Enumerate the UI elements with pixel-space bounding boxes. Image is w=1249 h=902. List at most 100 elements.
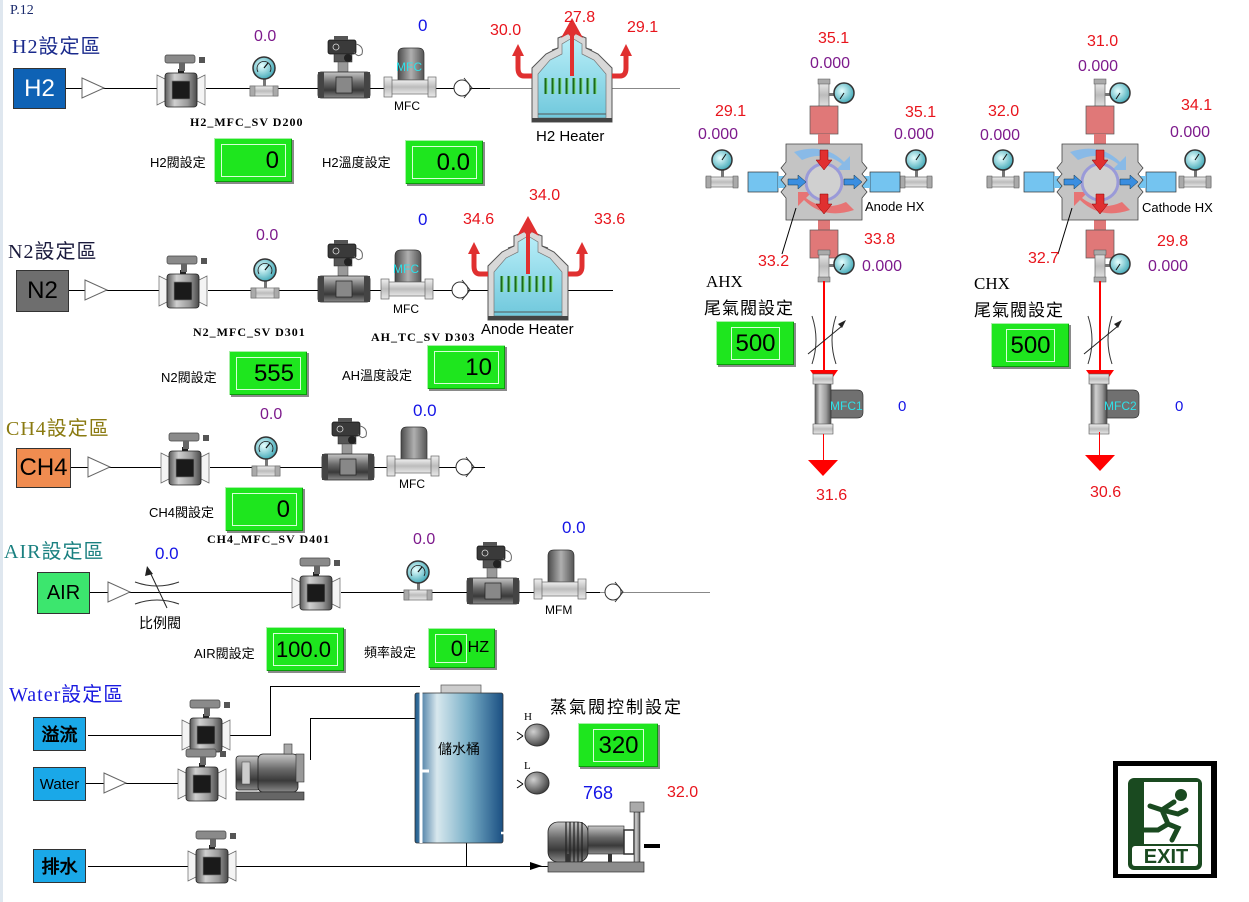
ahx-left-gauge-icon [705,149,739,189]
ch4-source-box[interactable]: CH4 [16,448,71,488]
ch4-ball-valve-icon[interactable] [160,432,210,486]
proportional-valve-value: 0.0 [155,544,179,563]
n2-pressure-value: 0.0 [256,227,279,244]
ahx-tail-valve-icon[interactable] [807,315,847,365]
drain-ball-valve-icon[interactable] [187,830,237,884]
drain-box[interactable]: 排水 [33,849,86,883]
h2-mfc-icon-text: MFC [396,60,422,74]
h2-ball-valve-icon[interactable] [156,54,206,108]
air-source-arrow-icon [107,581,131,603]
chx-subtitle: 尾氣閥設定 [974,301,1064,320]
air-valve-set-input[interactable]: 100.0 [266,627,344,671]
ahx-tail-pipe [823,281,825,376]
ch4-source-arrow-icon [87,456,111,478]
h2-mfc-tag: H2_MFC_SV D200 [190,115,304,129]
air-source-box[interactable]: AIR [37,572,90,614]
steam-set-label: 蒸氣閥控制設定 [550,698,683,717]
steam-pump-icon[interactable] [547,800,668,874]
h2-heater-temp-left: 30.0 [490,22,522,39]
ch4-valve-set-input[interactable]: 0 [225,487,303,531]
ch4-mfc-label: MFC [399,477,425,491]
ah-temp-set-input[interactable]: 10 [427,345,505,389]
anode-heater-icon[interactable] [528,276,529,277]
water-section-title: Water設定區 [9,684,125,706]
ahx-left-pressure: 0.000 [698,126,739,143]
h2-temp-set-label: H2溫度設定 [322,155,391,170]
chx-bottom-pressure: 0.000 [1148,258,1189,275]
chx-right-pressure: 0.000 [1170,124,1211,141]
n2-ball-valve-icon[interactable] [158,255,208,309]
steam-set-input[interactable]: 320 [578,723,658,767]
h2-control-valve-icon[interactable] [317,35,371,99]
air-ball-valve-icon[interactable] [291,557,341,611]
exit-button[interactable]: EXIT [1113,761,1217,878]
n2-valve-set-input[interactable]: 555 [229,351,307,395]
level-low-switch-icon [516,771,550,795]
h2-source-box[interactable]: H2 [13,68,66,109]
air-section-title: AIR設定區 [4,541,105,563]
exit-running-man-icon [1128,778,1202,870]
n2-mfc-tag: N2_MFC_SV D301 [193,325,306,339]
ahx-tail-set-value: 500 [731,327,780,360]
water-ball-valve-icon[interactable] [177,748,227,802]
anode-hx-icon[interactable] [746,104,902,260]
freq-set-input[interactable]: 0 HZ [428,628,495,668]
ch4-valve-set-value: 0 [232,493,297,526]
ahx-outlet-pipe [823,434,824,462]
chx-tail-set-input[interactable]: 500 [991,323,1069,367]
ah-tc-tag: AH_TC_SV D303 [371,330,476,344]
ahx-right-pressure: 0.000 [894,126,935,143]
chx-mfc2-text: MFC2 [1104,399,1137,413]
ahx-mfc1-icon [812,373,864,435]
chx-mfc2-flow: 0 [1175,398,1184,415]
exit-label: EXIT [1143,846,1189,868]
chx-body-temp: 32.7 [1028,250,1060,267]
ch4-section-title: CH4設定區 [6,418,110,440]
overflow-box[interactable]: 溢流 [33,717,86,751]
chx-top-gauge-icon [1093,78,1131,112]
proportional-valve-icon[interactable] [134,565,180,609]
h2-temp-set-input[interactable]: 0.0 [405,140,483,184]
air-control-valve-icon[interactable] [466,541,520,605]
chx-tail-valve-icon[interactable] [1083,315,1123,365]
h2-heater-temp-top: 27.8 [564,9,596,26]
chx-left-temp: 32.0 [988,103,1020,120]
h2-pipe [66,88,166,89]
water-source-arrow-icon [103,772,127,794]
pump-speed-value: 768 [583,783,614,803]
level-high-label: H [524,711,532,723]
h2-heater-icon[interactable] [572,78,573,79]
ch4-mfc-flow: 0.0 [413,401,437,420]
h2-valve-set-input[interactable]: 0 [214,138,292,182]
overflow-ball-valve-icon[interactable] [181,699,231,753]
ahx-title: AHX [706,272,743,291]
cathode-hx-icon[interactable] [1022,104,1178,260]
ch4-pipe [71,467,166,468]
air-check-valve-icon [604,581,624,603]
feed-pump-icon[interactable] [235,743,308,804]
left-edge-strip [0,0,3,902]
chx-left-pressure: 0.000 [980,127,1021,144]
level-high-switch-icon [516,723,550,747]
chx-left-gauge-icon [986,149,1020,189]
h2-heater-label: H2 Heater [536,128,605,145]
h2-pressure-gauge-icon [249,56,279,97]
ahx-left-temp: 29.1 [715,103,747,120]
air-mfm-label: MFM [545,603,573,617]
n2-control-valve-icon[interactable] [317,239,371,303]
ah-temp-set-label: AH溫度設定 [342,368,413,383]
chx-outlet-arrow-icon [1085,455,1115,471]
anode-hx-label: Anode HX [865,199,925,214]
proportional-valve-label: 比例閥 [139,615,181,631]
n2-source-box[interactable]: N2 [16,270,69,312]
ahx-tail-set-input[interactable]: 500 [716,321,794,365]
h2-valve-set-label: H2閥設定 [150,155,206,170]
ch4-control-valve-icon[interactable] [321,417,375,481]
ahx-body-temp-pointer [781,207,797,255]
ahx-right-temp: 35.1 [905,104,937,121]
page-label: P.12 [10,3,34,18]
ch4-mfc-icon [386,426,440,477]
h2-mfc-icon [383,47,437,98]
water-source-box[interactable]: Water [33,767,86,801]
ahx-body-temp: 33.2 [758,253,790,270]
